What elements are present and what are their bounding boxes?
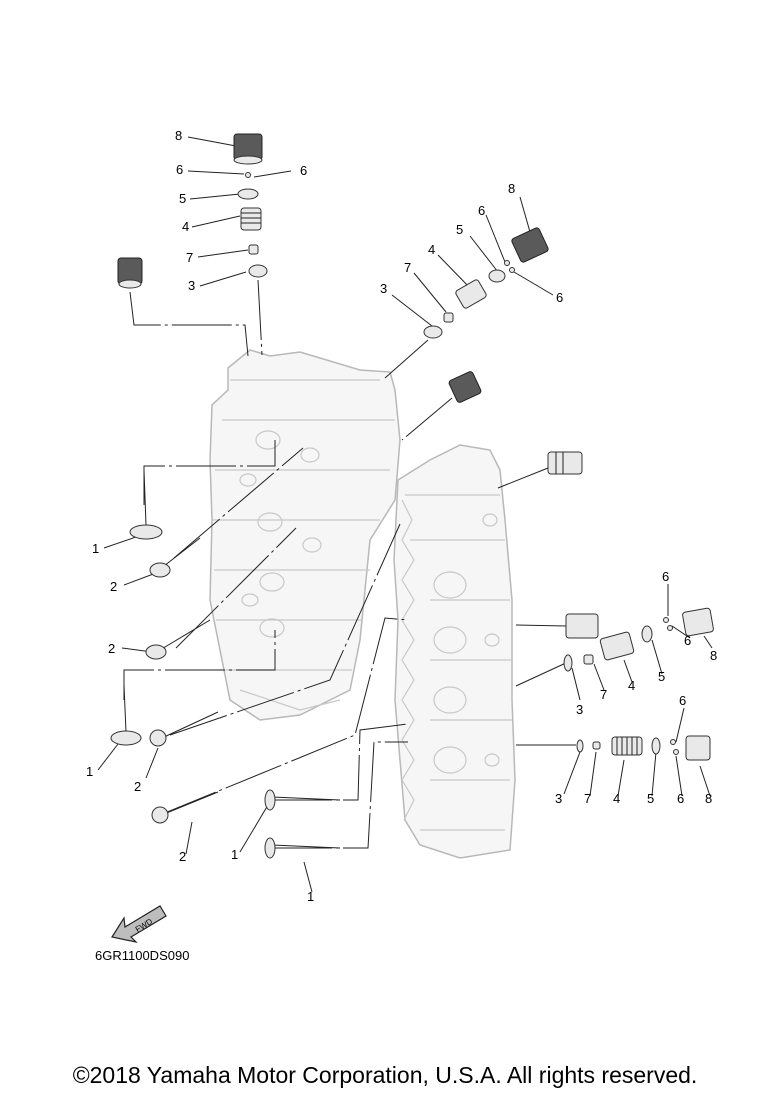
callout-label: 8 bbox=[175, 128, 182, 143]
right-cylinder-head bbox=[393, 444, 516, 859]
callout-label: 6 bbox=[478, 203, 485, 218]
callout-label: 1 bbox=[307, 889, 314, 904]
callout-label: 7 bbox=[584, 791, 591, 806]
spring-seat-mid-right bbox=[423, 325, 443, 339]
valve-keeper-right-mid-a bbox=[663, 617, 669, 623]
stem-seal-mid-right bbox=[443, 312, 454, 323]
callout-labels: 8 6 6 5 4 7 3 8 6 5 4 7 3 6 1 2 2 1 2 2 … bbox=[86, 128, 717, 904]
callout-label: 5 bbox=[179, 191, 186, 206]
valve-spring-bottom-right bbox=[611, 736, 643, 756]
spring-retainer-right-mid bbox=[641, 625, 653, 643]
valve-spring-mid-right bbox=[455, 279, 487, 309]
callout-label: 1 bbox=[92, 541, 99, 556]
callout-label: 5 bbox=[647, 791, 654, 806]
callout-label: 2 bbox=[110, 579, 117, 594]
valve-keeper-top-left bbox=[245, 172, 251, 178]
exhaust-valve-left-d bbox=[151, 791, 219, 824]
valve-spring-top-left bbox=[240, 207, 262, 231]
callout-label: 5 bbox=[658, 669, 665, 684]
intake-valve-bottom-a bbox=[264, 789, 341, 811]
callout-label: 7 bbox=[600, 687, 607, 702]
intake-valve-left-b bbox=[110, 684, 142, 746]
callout-label: 6 bbox=[684, 633, 691, 648]
callout-label: 4 bbox=[628, 678, 635, 693]
callout-label: 6 bbox=[300, 163, 307, 178]
stem-seal-top-left bbox=[248, 244, 259, 255]
catalog-code: 6GR1100DS090 bbox=[95, 948, 190, 963]
callout-label: 5 bbox=[456, 222, 463, 237]
callout-label: 7 bbox=[404, 260, 411, 275]
stem-seal-right-mid bbox=[583, 654, 594, 665]
exhaust-valve-left-b bbox=[145, 619, 211, 660]
callout-label: 2 bbox=[134, 779, 141, 794]
callout-label: 3 bbox=[555, 791, 562, 806]
stem-seal-bottom-right bbox=[592, 741, 601, 750]
valve-spring-right-mid bbox=[599, 631, 635, 661]
tappet-mid-right bbox=[511, 227, 549, 263]
spring-seat-right-mid bbox=[563, 654, 573, 672]
callout-label: 6 bbox=[677, 791, 684, 806]
leader-lines bbox=[97, 136, 713, 893]
spring-retainer-top-left bbox=[237, 188, 259, 200]
callout-label: 8 bbox=[508, 181, 515, 196]
valve-keeper-mid-right-b bbox=[509, 267, 515, 273]
intake-valve-left-a bbox=[129, 469, 163, 540]
valve-keeper-mid-right-a bbox=[504, 260, 510, 266]
callout-label: 6 bbox=[679, 693, 686, 708]
callout-label: 4 bbox=[182, 219, 189, 234]
callout-label: 7 bbox=[186, 250, 193, 265]
left-cylinder-head bbox=[209, 349, 401, 721]
callout-label: 4 bbox=[428, 242, 435, 257]
callout-label: 1 bbox=[86, 764, 93, 779]
tappet-right-mid bbox=[682, 607, 714, 637]
callout-label: 6 bbox=[662, 569, 669, 584]
tappet-right-head bbox=[547, 451, 583, 475]
tappet-right-mid-inner bbox=[565, 613, 599, 639]
callout-label: 2 bbox=[108, 641, 115, 656]
valve-keeper-bottom-right-b bbox=[673, 749, 679, 755]
tappet-mid bbox=[448, 371, 482, 403]
callout-label: 8 bbox=[705, 791, 712, 806]
fwd-arrow-icon: FWD bbox=[111, 905, 167, 943]
tappet-far-left bbox=[117, 257, 143, 289]
callout-label: 1 bbox=[231, 847, 238, 862]
callout-label: 4 bbox=[613, 791, 620, 806]
spring-retainer-mid-right bbox=[488, 269, 506, 283]
callout-label: 2 bbox=[179, 849, 186, 864]
spring-seat-top-left bbox=[248, 264, 268, 278]
exhaust-valve-left-a bbox=[149, 537, 201, 578]
callout-label: 6 bbox=[176, 162, 183, 177]
valve-keeper-right-mid-b bbox=[667, 625, 673, 631]
callout-label: 3 bbox=[188, 278, 195, 293]
tappet-bottom-right bbox=[685, 735, 711, 761]
exhaust-valve-left-c bbox=[149, 711, 219, 747]
intake-valve-bottom-b bbox=[264, 837, 341, 859]
copyright-notice: ©2018 Yamaha Motor Corporation, U.S.A. A… bbox=[72, 1062, 698, 1088]
callout-label: 8 bbox=[710, 648, 717, 663]
spring-seat-bottom-right bbox=[576, 739, 584, 753]
callout-label: 6 bbox=[556, 290, 563, 305]
valve-keeper-bottom-right-a bbox=[670, 739, 676, 745]
spring-retainer-bottom-right bbox=[651, 737, 661, 755]
tappet-top-left bbox=[233, 133, 263, 165]
callout-label: 3 bbox=[576, 702, 583, 717]
callout-label: 3 bbox=[380, 281, 387, 296]
